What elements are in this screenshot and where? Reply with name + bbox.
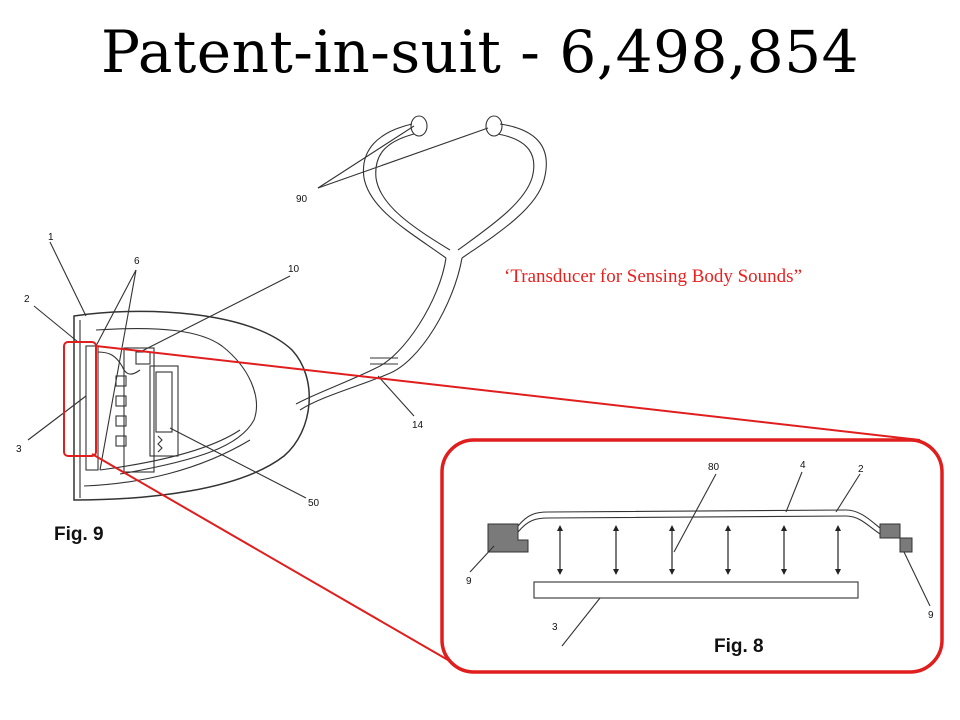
earpiece-right bbox=[485, 115, 503, 137]
leader-10 bbox=[139, 275, 291, 353]
zoom-connector-top bbox=[95, 345, 921, 441]
leader-90a bbox=[317, 125, 415, 189]
diaphragm-bottom bbox=[517, 515, 881, 535]
circuit-housing bbox=[123, 347, 155, 473]
chestpiece-inner-contour-2 bbox=[99, 429, 241, 471]
main-tube-left bbox=[295, 257, 447, 405]
connector-4 bbox=[115, 435, 127, 447]
chestpiece-inner-contour bbox=[95, 328, 257, 475]
diaphragm-assembly bbox=[85, 345, 99, 471]
switch-block bbox=[135, 351, 151, 365]
battery bbox=[155, 371, 173, 433]
chestpiece-lower-contour bbox=[83, 439, 251, 487]
leader-4 bbox=[785, 471, 803, 513]
connector-3 bbox=[115, 415, 127, 427]
ref-3: 3 bbox=[16, 444, 22, 455]
leader-2 bbox=[33, 305, 79, 343]
ref-80: 80 bbox=[708, 462, 720, 473]
ref-14: 14 bbox=[412, 420, 424, 431]
leader-9-left bbox=[469, 545, 495, 573]
ref-90: 90 bbox=[296, 194, 308, 205]
binaural-tube-outer-left bbox=[362, 123, 447, 259]
ref-9-right: 9 bbox=[928, 610, 934, 621]
support-right bbox=[879, 523, 913, 553]
ref-9-left: 9 bbox=[466, 576, 472, 587]
zoom-connector-bottom bbox=[91, 453, 449, 661]
leader-3-fig8 bbox=[561, 597, 601, 647]
leader-14 bbox=[377, 375, 415, 417]
ref-4: 4 bbox=[800, 460, 806, 471]
ref-1: 1 bbox=[48, 232, 54, 243]
leader-50 bbox=[169, 427, 307, 499]
ref-50: 50 bbox=[308, 498, 320, 509]
diaphragm-top bbox=[517, 509, 881, 529]
sensor-plate bbox=[533, 581, 859, 599]
leader-1 bbox=[49, 241, 87, 317]
battery-housing bbox=[149, 365, 179, 457]
binaural-tube-outer-right bbox=[461, 123, 547, 259]
leader-2-fig8 bbox=[835, 473, 861, 513]
battery-spring bbox=[157, 435, 163, 453]
binaural-tube-inner-left bbox=[375, 133, 451, 251]
ref-3-fig8: 3 bbox=[552, 622, 558, 633]
fig9-drawing: 1 2 3 6 10 14 50 90 Fig. 9 bbox=[16, 115, 547, 545]
leader-90b bbox=[317, 127, 489, 189]
binaural-tube-inner-right bbox=[457, 133, 535, 251]
ref-6: 6 bbox=[134, 256, 140, 267]
internal-wire bbox=[97, 351, 141, 375]
leader-6b bbox=[99, 269, 137, 471]
fig8-callout-frame bbox=[440, 438, 944, 674]
earpiece-left bbox=[410, 115, 428, 137]
page-title: Patent-in-suit - 6,498,854 bbox=[100, 18, 860, 86]
ref-2: 2 bbox=[24, 294, 30, 305]
patent-subtitle: ‘Transducer for Sensing Body Sounds” bbox=[504, 266, 803, 287]
ref-10: 10 bbox=[288, 264, 300, 275]
chestpiece-shell bbox=[73, 310, 310, 501]
leader-9-right bbox=[903, 551, 931, 607]
leader-3 bbox=[27, 395, 87, 441]
leader-6a bbox=[95, 269, 137, 347]
leader-80 bbox=[673, 473, 717, 553]
fig9-caption: Fig. 9 bbox=[54, 524, 104, 545]
fig8-drawing: 80 4 2 3 9 9 Fig. 8 bbox=[466, 460, 934, 657]
connector-2 bbox=[115, 395, 127, 407]
main-tube-right bbox=[299, 257, 463, 411]
fig8-caption: Fig. 8 bbox=[714, 636, 764, 657]
ref-2-fig8: 2 bbox=[858, 464, 864, 475]
zoom-highlight-box bbox=[63, 341, 97, 457]
